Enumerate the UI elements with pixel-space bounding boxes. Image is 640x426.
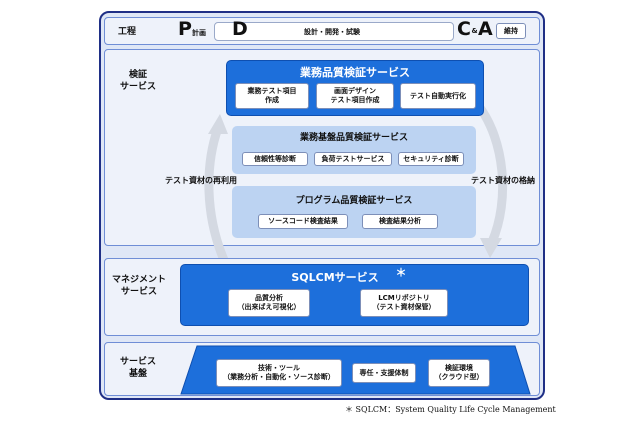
act-letter: A [478,18,493,40]
process-label: 工程 [117,27,136,37]
test-environment-box: 検証環境（クラウド型） [428,359,490,387]
act-box: 維持 [496,23,526,39]
program-verification-box [232,186,476,238]
verification-label: 検証サービス [119,70,156,92]
business-verification-title: 業務品質検証サービス [300,66,410,79]
business-item-auto-run: テスト自動実行化 [400,83,476,109]
reuse-arrow [204,126,229,262]
dedicated-support-box: 専任・支援体制 [352,363,416,383]
check-letter: C [457,18,471,40]
ampersand: & [471,27,478,35]
lcm-repository-box: LCMリポジトリ（テスト資材保管） [360,289,448,317]
store-arrow [474,102,508,244]
footnote: ＊ SQLCM：System Quality Life Cycle Manage… [345,405,556,414]
platform-verification-box [232,126,476,174]
platform-item-load-test: 負荷テストサービス [314,152,392,166]
program-verification-title: プログラム品質検証サービス [295,196,413,206]
platform-verification-title: 業務基盤品質検証サービス [299,133,408,143]
management-label: マネジメントサービス [111,275,166,297]
store-label: テスト資材の格納 [471,176,535,185]
tech-tools-box: 技術・ツール（業務分析・自動化・ソース診断） [216,359,342,387]
sqlcm-asterisk: ＊ [395,266,407,279]
do-bar [214,22,454,41]
business-item-test-items: 業務テスト項目作成 [235,83,309,109]
store-arrow-head [480,238,502,258]
sqlcm-service-title: SQLCMサービス [291,271,379,284]
program-item-source-check: ソースコード検査結果 [258,214,348,229]
reuse-arrow-head [208,114,228,134]
plan-label: 計画 [192,29,206,37]
do-label: 設計・開発・試験 [304,28,360,36]
business-item-screen-design: 画面デザインテスト項目作成 [316,83,394,109]
platform-item-security: セキュリティ診断 [398,152,464,166]
plan-letter: P [178,18,192,40]
quality-analysis-box: 品質分析（出来ばえ可視化） [228,289,310,317]
reuse-label: テスト資材の再利用 [165,176,237,185]
do-letter: D [232,18,248,40]
program-item-result-analysis: 検査結果分析 [362,214,438,229]
platform-item-reliability: 信頼性等診断 [242,152,308,166]
foundation-label: サービス基盤 [119,357,156,379]
